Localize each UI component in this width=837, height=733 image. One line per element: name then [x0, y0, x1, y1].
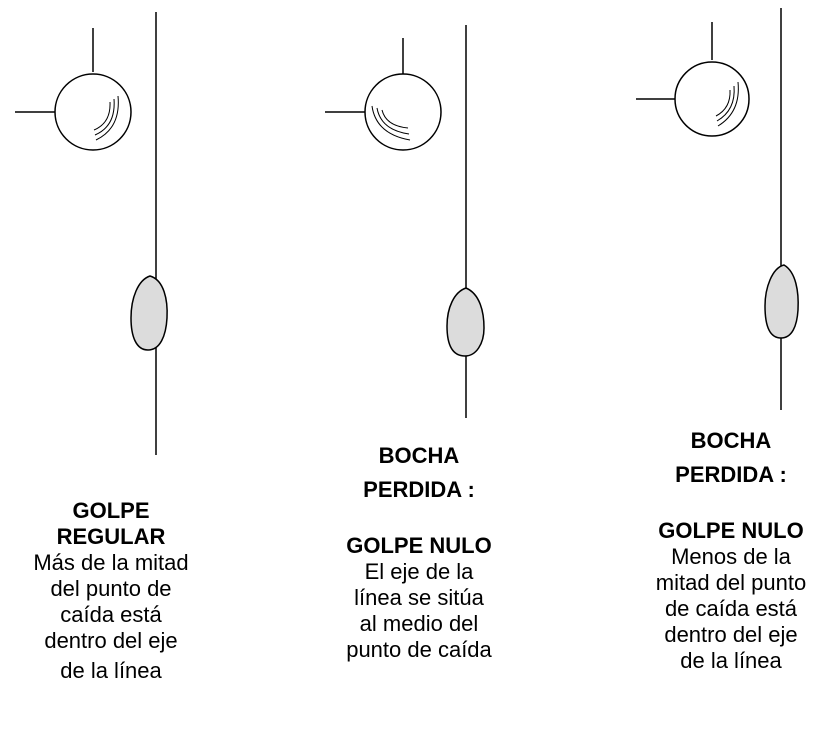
ball-icon [364, 73, 442, 151]
caption-desc-line: dentro del eje [44, 628, 178, 653]
figure-golpe-nulo-medio [325, 25, 485, 418]
caption-heading-line: BOCHA [378, 443, 460, 468]
caption-desc-line: de la línea [60, 658, 162, 683]
caption-golpe-nulo-medio: BOCHA PERDIDA : GOLPE NULO El eje de la … [308, 443, 530, 663]
caption-title-line: GOLPE NULO [346, 533, 492, 558]
caption-spacer [620, 488, 837, 514]
impact-mark-icon [764, 264, 799, 339]
caption-title-line: GOLPE NULO [658, 518, 804, 543]
caption-desc-line: Menos de la [671, 544, 791, 569]
caption-desc-line: Más de la mitad [33, 550, 189, 575]
caption-desc-line: punto de caída [346, 637, 492, 662]
caption-desc-line: mitad del punto [655, 570, 807, 595]
impact-mark-icon [130, 275, 168, 351]
caption-heading-line: PERDIDA : [675, 462, 787, 487]
caption-heading-line: PERDIDA : [363, 477, 475, 502]
caption-golpe-nulo-menos: BOCHA PERDIDA : GOLPE NULO Menos de la m… [620, 428, 837, 674]
caption-desc-line: de la línea [680, 648, 782, 673]
caption-desc-line: dentro del eje [664, 622, 798, 647]
caption-desc-line: línea se sitúa [354, 585, 484, 610]
ball-icon [54, 73, 132, 151]
caption-desc-line: al medio del [359, 611, 479, 636]
caption-desc-line: del punto de [50, 576, 172, 601]
caption-spacer [308, 503, 530, 529]
caption-desc-line: caída está [60, 602, 162, 627]
caption-heading-line: BOCHA [690, 428, 772, 453]
figure-golpe-regular [15, 12, 168, 455]
caption-desc-line: El eje de la [364, 559, 474, 584]
caption-golpe-regular: GOLPE REGULAR Más de la mitad del punto … [0, 498, 222, 684]
caption-desc-line: de caída está [664, 596, 798, 621]
impact-mark-icon [446, 287, 485, 357]
caption-title-line: REGULAR [56, 524, 166, 549]
ball-icon [674, 61, 750, 137]
caption-title-line: GOLPE [72, 498, 150, 523]
figure-golpe-nulo-menos [636, 8, 799, 410]
